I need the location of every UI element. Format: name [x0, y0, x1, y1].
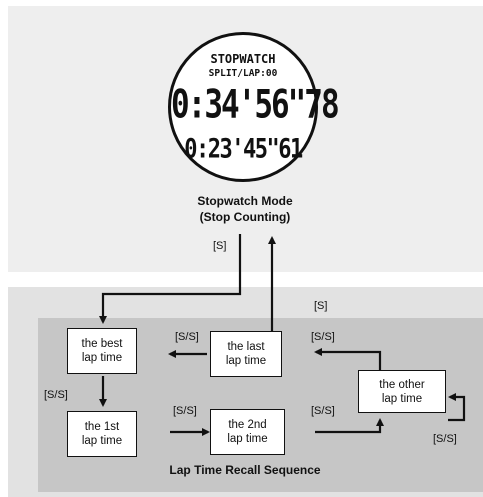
lcd-sub-time: 0:23'45"61 — [184, 134, 303, 165]
box-1st-lap-label: the 1st lap time — [81, 421, 123, 447]
button-label-s: [S] — [213, 240, 227, 252]
arrow-other-to-last — [314, 348, 382, 370]
box-best-lap: the best lap time — [67, 328, 137, 374]
lcd-split-lap: SPLIT/LAP:00 — [208, 68, 278, 79]
box-last-lap-label: the last lap time — [225, 341, 267, 367]
box-2nd-lap: the 2nd lap time — [210, 409, 285, 455]
watch-face: STOPWATCH SPLIT/LAP:00 0:34'56"78 0:23'4… — [168, 32, 340, 182]
box-2nd-lap-label: the 2nd lap time — [227, 419, 268, 445]
arrow-2nd-to-other — [315, 418, 384, 434]
sequence-title: Lap Time Recall Sequence — [169, 463, 321, 477]
mode-label-line2: (Stop Counting) — [199, 210, 291, 224]
lcd-mode-title: STOPWATCH — [210, 52, 276, 66]
box-other-lap-label: the other lap time — [379, 378, 425, 405]
button-label-ss-last-to-best: [S/S] — [175, 331, 199, 343]
lcd-main-time: 0:34'56"78 — [171, 82, 340, 128]
button-label-s-return: [S] — [314, 300, 328, 312]
box-last-lap: the last lap time — [210, 331, 282, 377]
button-label-ss-1st-to-2nd: [S/S] — [173, 405, 197, 417]
box-other-lap: the other lap time — [358, 370, 446, 413]
button-label-ss-best-to-1st: [S/S] — [44, 389, 68, 401]
box-1st-lap: the 1st lap time — [67, 411, 137, 457]
arrow-s-to-best — [99, 234, 242, 324]
box-best-lap-label: the best lap time — [81, 338, 123, 364]
mode-label-line1: Stopwatch Mode — [197, 194, 293, 208]
button-label-ss-other-to-last: [S/S] — [311, 331, 335, 343]
arrow-other-loop — [448, 393, 466, 422]
button-label-ss-2nd-to-other: [S/S] — [311, 405, 335, 417]
button-label-ss-other-loop: [S/S] — [433, 433, 457, 445]
